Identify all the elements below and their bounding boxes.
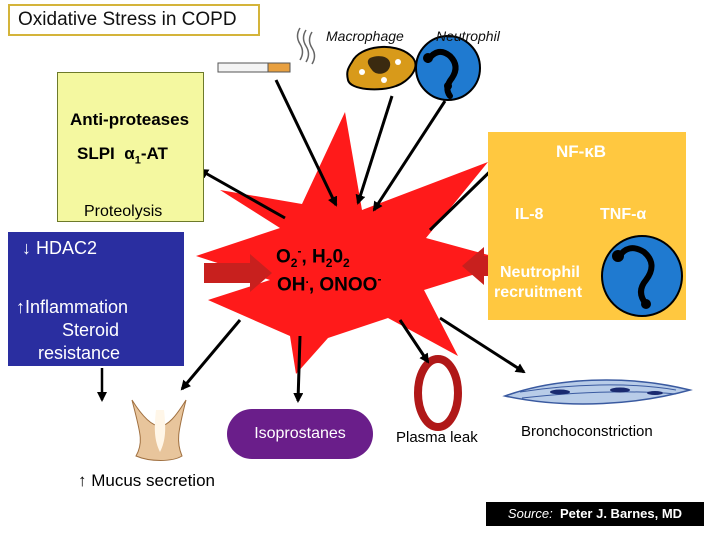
il8-label: IL-8 xyxy=(515,206,544,223)
antiprotease-list: SLPI α1-AT xyxy=(77,144,168,166)
mucus-gland-icon xyxy=(131,399,187,461)
macrophage-icon xyxy=(346,45,417,91)
oxidants-line2: OH., ONOO- xyxy=(277,272,381,296)
resistance-label: resistance xyxy=(38,343,121,363)
neutrophil-recruitment-line2: recruitment xyxy=(494,284,583,301)
at-label: -AT xyxy=(140,144,168,163)
o2-label: O xyxy=(276,246,291,268)
oxidants-line1: O2-, H202 xyxy=(276,244,350,270)
blood-vessel-icon xyxy=(414,355,462,431)
neutrophil-label: Neutrophil xyxy=(436,28,500,44)
h2o2-o: 0 xyxy=(332,246,344,268)
cigarette-icon xyxy=(217,27,316,73)
nfkb-label: NF-κB xyxy=(556,142,607,161)
plasma-leak-label: Plasma leak xyxy=(396,429,478,446)
hdac2-box xyxy=(8,232,184,366)
oh-label: OH xyxy=(277,274,306,296)
isoprostanes-pill: Isoprostanes xyxy=(227,409,373,459)
onoo-superscript: - xyxy=(377,272,382,286)
antiprotease-heading: Anti-proteases xyxy=(70,110,190,129)
alpha-symbol: α xyxy=(124,144,135,163)
o2-subscript: 2 xyxy=(290,256,298,271)
bronchoconstriction-label: Bronchoconstriction xyxy=(521,423,653,440)
inflammation-label: ↑Inflammation xyxy=(16,297,129,317)
hdac2-label: ↓ HDAC2 xyxy=(22,238,98,258)
macrophage-label: Macrophage xyxy=(326,28,404,44)
slpi-label: SLPI xyxy=(77,144,115,163)
source-author: Peter J. Barnes, MD xyxy=(559,506,683,521)
tnf-label: TNF-α xyxy=(600,206,647,223)
source-credit: Source: Peter J. Barnes, MD xyxy=(486,502,704,526)
steroid-label: Steroid xyxy=(62,320,120,340)
h2o2-h: , H xyxy=(301,246,326,268)
antiprotease-box xyxy=(57,72,204,222)
oh-superscript: . xyxy=(305,272,309,286)
smooth-muscle-icon xyxy=(502,379,693,405)
neutrophil-icon xyxy=(415,35,481,101)
mucus-secretion-label: ↑ Mucus secretion xyxy=(78,471,215,490)
h2o2-sub2: 2 xyxy=(343,256,350,271)
source-prefix: Source: xyxy=(507,506,553,521)
alpha-subscript: 1 xyxy=(134,154,141,167)
oxidant-burst-shape xyxy=(196,112,514,374)
h2o2-sub1: 2 xyxy=(325,256,333,271)
page-title: Oxidative Stress in COPD xyxy=(8,4,260,36)
neutrophil-recruitment-line1: Neutrophil xyxy=(500,264,580,281)
onoo-label: , ONOO xyxy=(308,274,378,296)
o2-superscript: - xyxy=(297,244,302,258)
proteolysis-label: Proteolysis xyxy=(84,203,163,220)
red-arrow-hdac xyxy=(204,254,272,292)
